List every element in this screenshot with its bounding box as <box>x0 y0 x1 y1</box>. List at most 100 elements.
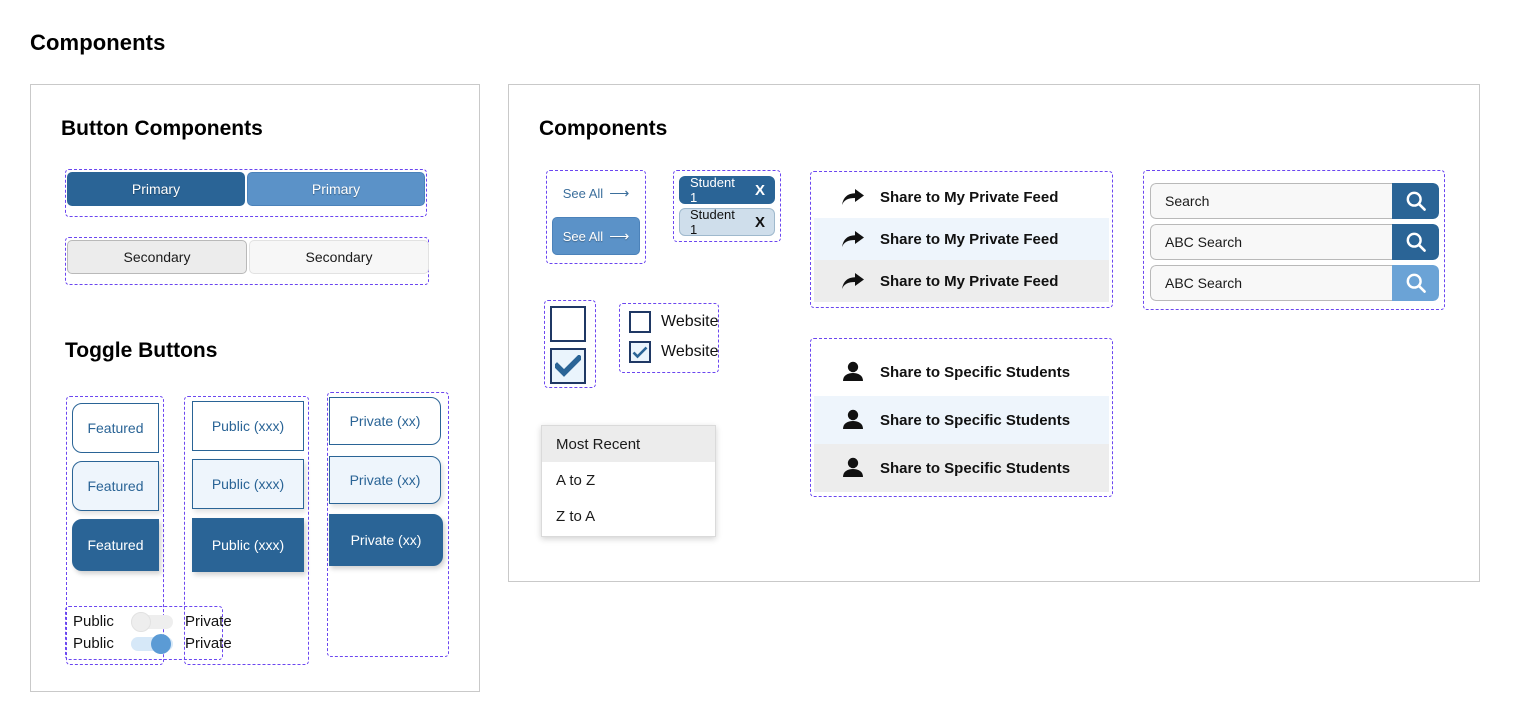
section-title-toggle-buttons: Toggle Buttons <box>65 339 218 362</box>
student-chip-unselected[interactable]: Student 1 X <box>679 207 775 237</box>
toggle-public-default[interactable]: Public (xxx) <box>192 401 304 451</box>
search-field-filled[interactable]: ABC Search <box>1150 224 1439 260</box>
see-all-button-hover[interactable]: See All ⟶ <box>552 217 640 255</box>
toggle-featured-active-label: Featured <box>87 537 144 553</box>
toggle-public-hover-label: Public (xxx) <box>211 476 285 492</box>
search-input-hover[interactable]: ABC Search <box>1150 265 1392 301</box>
toggle-private-default-label: Private (xx) <box>349 413 421 429</box>
search-icon <box>1406 232 1426 252</box>
dropdown-item-most-recent-label: Most Recent <box>556 435 641 453</box>
student-chip-selected-label: Student 1 <box>690 175 735 205</box>
see-all-annotation <box>546 170 646 264</box>
panel-title-button-components: Button Components <box>61 117 263 140</box>
components-panel: Components See All ⟶ See All ⟶ Student 1… <box>508 84 1480 582</box>
check-icon <box>555 355 581 377</box>
share-students-row-active[interactable]: Share to Specific Students <box>814 444 1109 492</box>
secondary-button-default[interactable]: Secondary <box>67 240 247 274</box>
arrow-right-icon: ⟶ <box>609 228 630 244</box>
secondary-button-hover[interactable]: Secondary <box>249 240 429 274</box>
search-input-filled[interactable]: ABC Search <box>1150 224 1392 260</box>
primary-button-hover-label: Primary <box>311 181 361 197</box>
close-icon[interactable]: X <box>754 181 765 199</box>
switch-knob <box>151 633 171 654</box>
share-students-row-default[interactable]: Share to Specific Students <box>814 348 1109 396</box>
share-arrow-icon <box>840 186 866 208</box>
share-feed-row-hover-label: Share to My Private Feed <box>880 230 1059 248</box>
sort-dropdown-menu[interactable]: Most Recent A to Z Z to A <box>541 425 716 537</box>
see-all-default-label: See All <box>562 185 604 201</box>
switch-row-on: Public Private <box>73 633 232 654</box>
website-checkbox-checked[interactable] <box>629 341 651 363</box>
share-feed-row-hover[interactable]: Share to My Private Feed <box>814 218 1109 260</box>
big-checkbox-checked[interactable] <box>550 348 586 384</box>
primary-button-default[interactable]: Primary <box>67 172 245 206</box>
dropdown-item-z-to-a-label: Z to A <box>556 507 596 525</box>
dropdown-item-most-recent[interactable]: Most Recent <box>542 426 715 462</box>
toggle-featured-default-label: Featured <box>87 420 144 436</box>
toggle-private-default[interactable]: Private (xx) <box>329 397 441 445</box>
dropdown-item-a-to-z[interactable]: A to Z <box>542 462 715 498</box>
switches-annotation <box>65 606 223 660</box>
share-feed-annotation <box>810 171 1113 308</box>
arrow-right-icon: ⟶ <box>609 185 630 201</box>
website-checkbox-row-unchecked: Website <box>629 311 719 333</box>
search-field-default[interactable]: Search <box>1150 183 1439 219</box>
website-checkboxes-annotation <box>619 303 719 373</box>
toggle-public-hover[interactable]: Public (xxx) <box>192 459 304 509</box>
toggle-featured-default[interactable]: Featured <box>72 403 159 453</box>
search-field-hover[interactable]: ABC Search <box>1150 265 1439 301</box>
toggle-private-hover-label: Private (xx) <box>349 472 421 488</box>
toggle-public-default-label: Public (xxx) <box>211 418 285 434</box>
switch-knob <box>131 611 151 632</box>
share-arrow-icon <box>840 270 866 292</box>
toggle-public-active[interactable]: Public (xxx) <box>192 518 304 572</box>
public-private-switch-on[interactable] <box>131 633 173 654</box>
share-students-row-default-label: Share to Specific Students <box>880 363 1071 381</box>
share-students-annotation <box>810 338 1113 497</box>
website-checkbox-checked-label: Website <box>661 343 719 360</box>
share-feed-row-active-label: Share to My Private Feed <box>880 272 1059 290</box>
see-all-button-default[interactable]: See All ⟶ <box>556 181 636 205</box>
check-icon <box>632 346 648 358</box>
search-button-filled[interactable] <box>1392 224 1439 260</box>
switch-off-left-label: Public <box>73 613 114 630</box>
toggle-public-active-label: Public (xxx) <box>211 537 285 553</box>
toggle-private-hover[interactable]: Private (xx) <box>329 456 441 504</box>
primary-button-default-label: Primary <box>131 181 181 197</box>
share-feed-row-default-label: Share to My Private Feed <box>880 188 1059 206</box>
student-chip-unselected-label: Student 1 <box>690 207 735 237</box>
student-chip-selected[interactable]: Student 1 X <box>679 175 775 205</box>
close-icon[interactable]: X <box>754 213 765 231</box>
toggle-featured-active[interactable]: Featured <box>72 519 159 571</box>
search-button-hover[interactable] <box>1392 265 1439 301</box>
public-private-switch-off[interactable] <box>131 611 173 632</box>
toggle-featured-hover[interactable]: Featured <box>72 461 159 511</box>
public-toggle-group-annotation <box>184 396 309 665</box>
secondary-button-default-label: Secondary <box>123 249 191 265</box>
switch-on-right-label: Private <box>185 635 232 652</box>
website-checkbox-unchecked[interactable] <box>629 311 651 333</box>
secondary-button-hover-label: Secondary <box>305 249 373 265</box>
search-input-default[interactable]: Search <box>1150 183 1392 219</box>
featured-toggle-group-annotation <box>66 396 164 665</box>
search-icon <box>1406 191 1426 211</box>
share-feed-row-active[interactable]: Share to My Private Feed <box>814 260 1109 302</box>
big-checkboxes-annotation <box>544 300 596 388</box>
website-checkbox-row-checked: Website <box>629 341 719 363</box>
share-students-row-hover[interactable]: Share to Specific Students <box>814 396 1109 444</box>
page-title: Components <box>30 30 166 55</box>
see-all-hover-label: See All <box>562 228 604 244</box>
dropdown-item-z-to-a[interactable]: Z to A <box>542 498 715 534</box>
big-checkbox-unchecked[interactable] <box>550 306 586 342</box>
button-components-panel: Button Components Primary Primary Second… <box>30 84 480 692</box>
share-feed-row-default[interactable]: Share to My Private Feed <box>814 176 1109 218</box>
switch-off-right-label: Private <box>185 613 232 630</box>
toggle-private-active[interactable]: Private (xx) <box>329 514 443 566</box>
primary-buttons-annotation <box>65 169 427 217</box>
search-button-default[interactable] <box>1392 183 1439 219</box>
primary-button-hover[interactable]: Primary <box>247 172 425 206</box>
private-toggle-group-annotation <box>327 392 449 657</box>
search-icon <box>1406 273 1426 293</box>
person-icon <box>840 457 866 479</box>
switch-row-off: Public Private <box>73 611 232 632</box>
